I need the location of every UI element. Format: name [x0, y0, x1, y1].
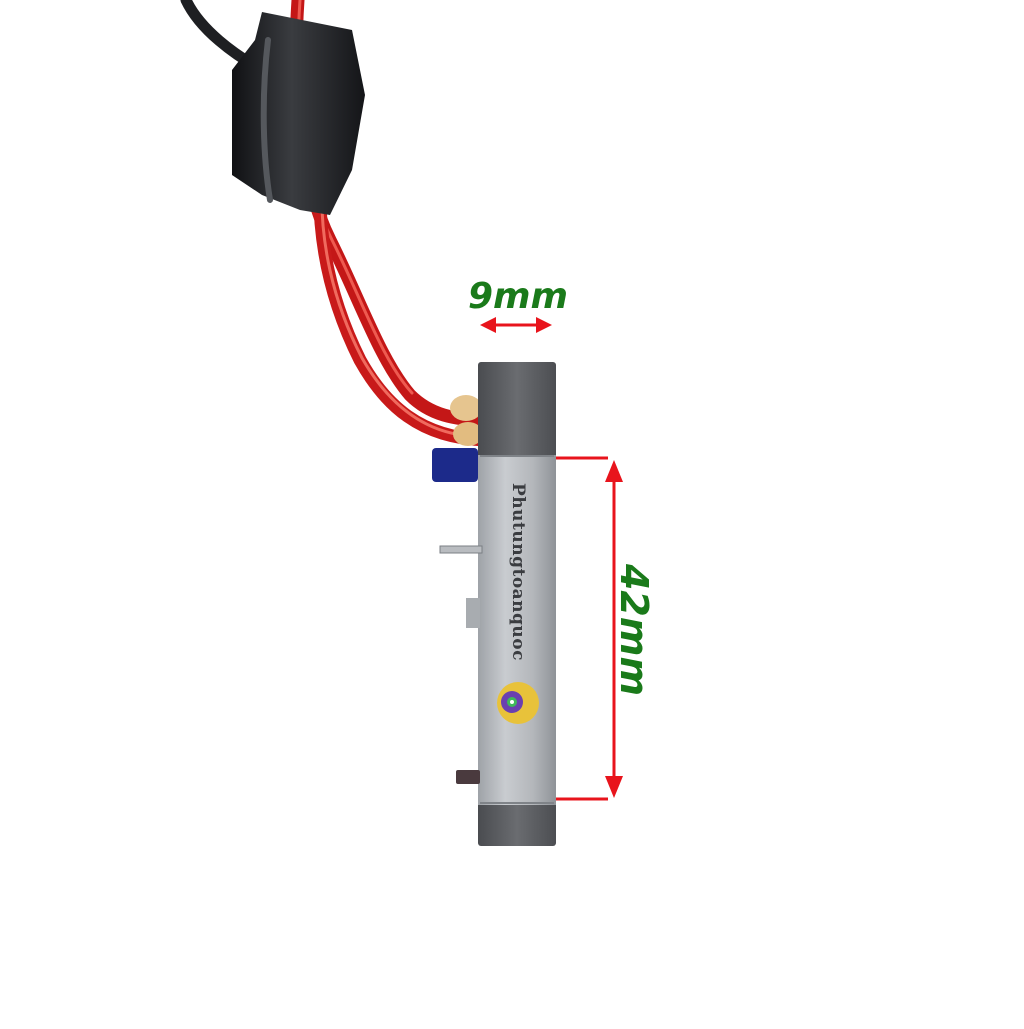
side-pin	[439, 545, 483, 554]
red-wire-2	[313, 173, 492, 447]
width-dimension-arrow	[480, 317, 552, 333]
module-body-bottom	[478, 800, 556, 846]
width-dimension-label: 9mm	[468, 276, 569, 317]
sleeve-highlight	[260, 37, 273, 203]
solder-blob-1	[450, 395, 482, 421]
height-dimension-arrow	[556, 456, 623, 801]
brand-logo	[497, 682, 539, 724]
side-tab	[466, 598, 480, 628]
solder-blob-2	[453, 422, 483, 446]
cable-sleeve	[232, 12, 365, 215]
red-wire-2-highlight	[320, 183, 472, 438]
bottom-stud	[456, 770, 480, 784]
blue-connector	[432, 448, 478, 482]
module-body-top	[478, 362, 556, 460]
aluminum-plate	[478, 455, 556, 805]
brand-imprint: Phutungtoanquoc	[508, 483, 528, 661]
height-dimension-label: 42mm	[612, 563, 656, 697]
